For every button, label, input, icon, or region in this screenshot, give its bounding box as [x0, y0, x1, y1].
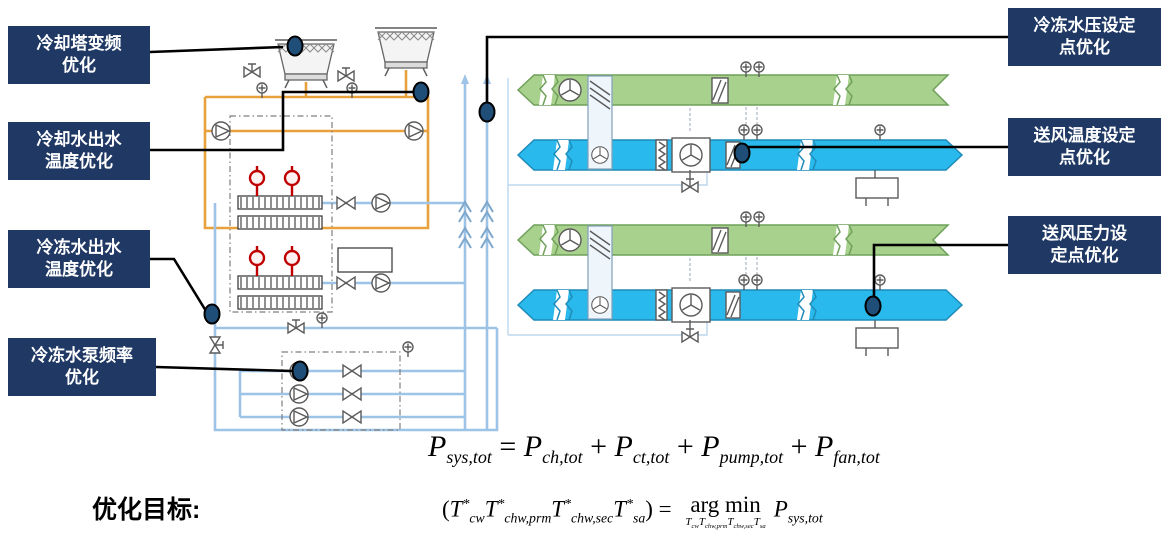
buffer-tank	[337, 247, 393, 273]
compressor-icon	[283, 169, 301, 187]
ahu-unit-2	[508, 212, 962, 356]
optimization-point-marker	[412, 81, 430, 103]
chiller-group-boundary	[229, 115, 333, 313]
primary-pump-icon	[371, 193, 391, 213]
callout-chilled-water-outlet-temp: 冷冻水出水 温度优化	[8, 230, 150, 288]
callout-supply-air-pressure-setpoint: 送风压力设 定点优化	[1008, 216, 1161, 274]
compressor-icon	[283, 249, 301, 267]
optimization-point-marker	[733, 142, 751, 164]
callout-supply-air-temp-setpoint: 送风温度设定 点优化	[1008, 118, 1161, 176]
optimization-point-marker	[291, 360, 309, 382]
callout-label: 优化	[62, 56, 96, 75]
callout-label: 送风温度设定	[1033, 125, 1136, 145]
callout-cooling-water-outlet-temp: 冷却水出水 温度优化	[8, 122, 150, 180]
optimization-point-marker	[286, 35, 304, 57]
optimization-point-marker	[864, 295, 882, 317]
secondary-pump-icon	[289, 407, 309, 427]
secondary-pump-icon	[289, 384, 309, 404]
optimization-point-markers	[203, 35, 882, 382]
compressor-icon	[248, 249, 266, 267]
optimization-point-marker	[478, 101, 496, 123]
callout-label: 温度优化	[45, 260, 113, 279]
chiller-unit	[237, 246, 323, 310]
callout-label: 冷冻水泵频率	[31, 345, 133, 365]
callout-chw-pump-frequency: 冷冻水泵频率 优化	[8, 338, 156, 396]
callout-label: 定点优化	[1050, 246, 1119, 265]
ahu-unit-1	[508, 62, 962, 206]
compressor-icon	[248, 169, 266, 187]
chiller-unit	[237, 166, 323, 230]
pump-rack-boundary	[281, 351, 401, 431]
callout-label: 冷却塔变频	[36, 33, 122, 53]
condenser-water-loop	[203, 95, 430, 230]
optimization-point-marker	[203, 303, 221, 325]
callout-label: 送风压力设	[1042, 223, 1127, 243]
objective-heading: 优化目标:	[92, 496, 201, 524]
callout-label: 点优化	[1059, 148, 1110, 167]
primary-pump-icon	[371, 273, 391, 293]
callout-cooling-tower-vfd: 冷却塔变频 优化	[8, 26, 150, 84]
condenser-pump-icon	[404, 121, 424, 141]
callout-label: 冷却水出水	[36, 129, 122, 149]
callout-chw-pressure-setpoint: 冷冻水压设定 点优化	[1008, 8, 1161, 66]
callout-label: 温度优化	[45, 152, 113, 171]
callout-label: 冷冻水压设定	[1033, 15, 1136, 35]
callout-label: 点优化	[1059, 38, 1110, 57]
condenser-pump-icon	[211, 121, 231, 141]
callout-label: 冷冻水出水	[36, 237, 122, 257]
callout-label: 优化	[65, 368, 99, 387]
equation-total-power: Psys,tot = Pch,tot + Pct,tot + Ppump,tot…	[428, 430, 880, 467]
